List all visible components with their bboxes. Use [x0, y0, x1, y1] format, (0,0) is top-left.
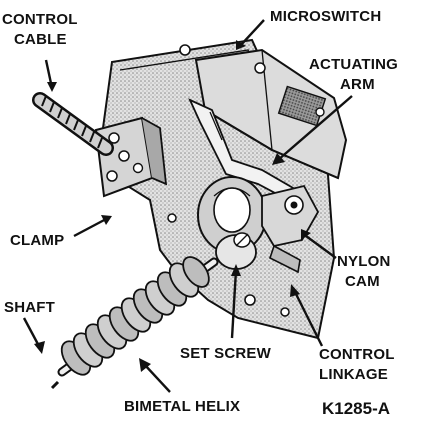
bimetal-helix: [50, 256, 210, 390]
microswitch-body: [194, 48, 348, 180]
label-control-cable-line1: CONTROL: [2, 11, 78, 28]
leader-clamp: [73, 216, 109, 238]
control-cable: [32, 92, 114, 156]
clamp-block: [94, 116, 168, 198]
label-actuating-arm-line1: ACTUATING: [309, 56, 398, 73]
label-control-cable-line2: CABLE: [14, 31, 67, 48]
label-set-screw: SET SCREW: [180, 345, 272, 362]
label-control-linkage-line2: LINKAGE: [319, 366, 388, 383]
figure-code: K1285-A: [322, 399, 390, 418]
label-shaft: SHAFT: [4, 299, 55, 316]
leader-nylon-cam: [305, 235, 337, 259]
label-microswitch: MICROSWITCH: [270, 8, 381, 25]
label-nylon-cam-line1: NYLON: [337, 253, 391, 270]
label-actuating-arm-line2: ARM: [340, 76, 375, 93]
label-nylon-cam-line2: CAM: [345, 273, 380, 290]
leader-control-linkage: [292, 289, 324, 347]
label-bimetal-helix: BIMETAL HELIX: [124, 398, 240, 415]
nylon-cam: [197, 176, 267, 254]
leader-lines: [22, 19, 353, 393]
label-clamp: CLAMP: [10, 232, 64, 249]
leader-microswitch: [239, 19, 265, 47]
leader-bimetal-helix: [143, 363, 171, 393]
leader-actuating-arm: [277, 95, 353, 161]
leader-set-screw: [230, 269, 238, 339]
leader-shaft: [22, 317, 42, 349]
label-control-linkage-line1: CONTROL: [319, 346, 395, 363]
callout-labels: CONTROL CABLE MICROSWITCH ACTUATING ARM …: [2, 8, 398, 418]
